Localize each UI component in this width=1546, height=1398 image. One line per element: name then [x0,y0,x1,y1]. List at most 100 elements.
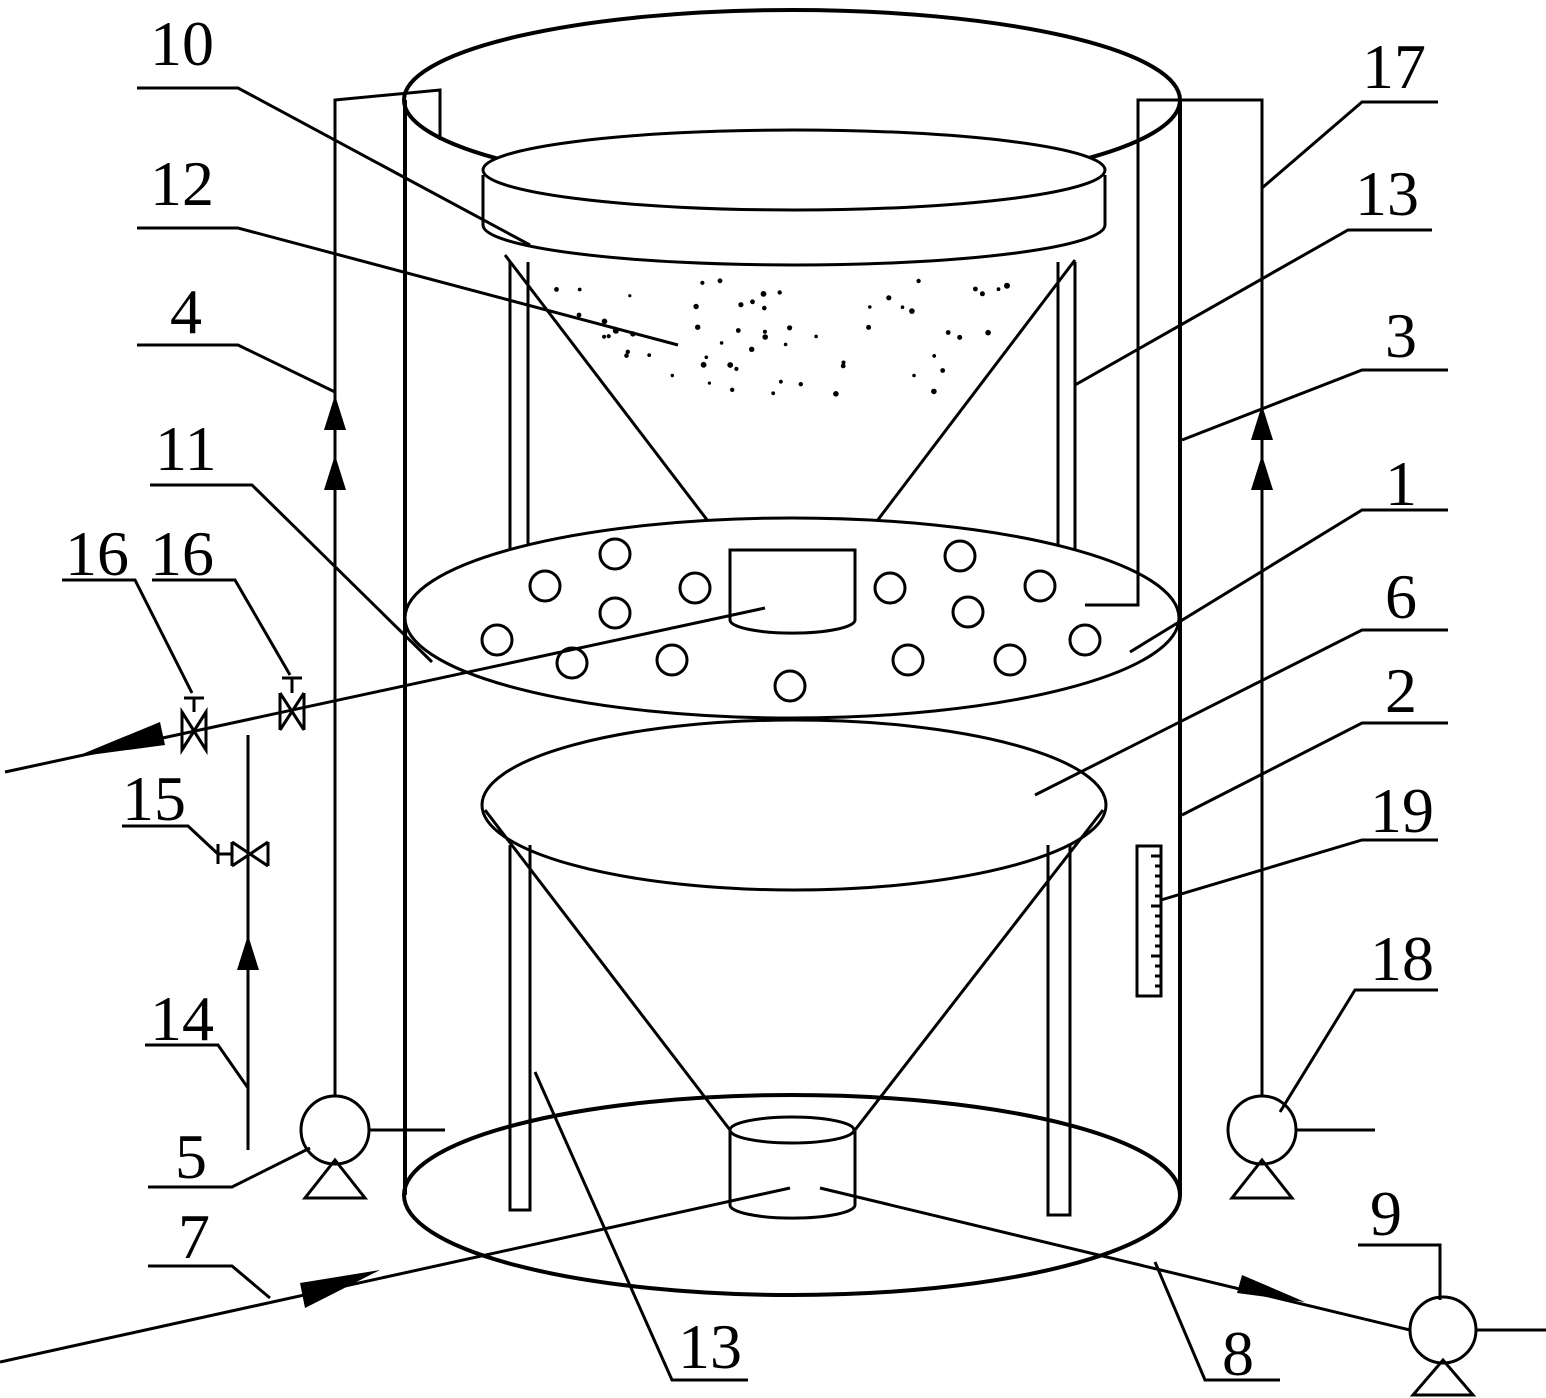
right-pump [1226,1094,1298,1200]
label-2: 2 [1385,655,1417,726]
particle [841,360,846,365]
outlet-pipe [4,606,766,774]
left-pump [299,1094,371,1200]
plate-hole [951,595,985,629]
label-6: 6 [1385,561,1417,632]
particle [554,287,559,292]
particle [931,388,937,395]
plate-hole [873,571,907,605]
plate-hole [555,646,589,680]
particle [779,379,783,384]
particle [840,363,846,369]
particle [945,330,951,335]
label-3: 3 [1385,300,1417,371]
label-16-right: 16 [150,518,214,589]
particle [695,324,701,330]
particle [798,382,803,387]
label-5: 5 [175,1121,207,1192]
particle [886,295,892,301]
particle [628,294,632,298]
particle [734,366,739,371]
particle [762,329,767,334]
particle [647,353,652,357]
particle [749,346,755,352]
particle [735,328,741,333]
particle [762,334,768,340]
particle [777,290,782,295]
label-9: 9 [1370,1178,1402,1249]
plate-hole [993,643,1027,677]
particle [916,278,921,284]
leader-lines [62,86,1448,1382]
particle [783,342,788,347]
plate-hole [678,571,712,605]
particle [979,291,985,297]
particle [996,287,1001,292]
upper-settling-cone [481,128,1107,628]
left-recycle-pipe [324,88,445,1132]
particle [577,287,582,292]
label-1: 1 [1385,448,1417,519]
particle [771,391,776,396]
outflow-pipe [819,1186,1546,1332]
plate-hole [528,569,562,603]
particle [940,368,946,373]
lower-cone [480,718,1108,1220]
particle [814,334,818,339]
particle [973,286,978,292]
right-recycle-pipe [1085,98,1375,1132]
particle [833,391,839,397]
particle [601,318,608,325]
label-10: 10 [150,8,214,79]
plate-hole [773,669,807,703]
particle [738,302,744,308]
label-4: 4 [170,276,202,347]
particle [909,308,915,314]
label-13-top: 13 [1355,158,1419,229]
label-19: 19 [1370,775,1434,846]
particle [707,381,712,385]
valve-16-right [278,676,306,731]
plate-hole [943,539,977,573]
plate-hole [1023,569,1057,603]
inlet-line-14 [216,735,270,1150]
particle [760,291,767,297]
label-11: 11 [155,413,217,484]
particle [670,373,674,378]
plate-hole [891,643,925,677]
particle [704,355,709,360]
particle [624,353,629,358]
pump-9 [1408,1295,1478,1397]
sludge-particles [554,278,1010,397]
valve-15 [216,840,270,868]
plate-hole [1068,623,1102,657]
particle [602,334,607,339]
label-14: 14 [150,983,214,1054]
particle [625,349,630,354]
label-16-left: 16 [65,518,129,589]
particle [727,362,734,368]
particle [932,354,937,358]
label-18: 18 [1370,923,1434,994]
particle [693,303,699,310]
plate-hole [598,537,632,571]
particle [787,325,793,331]
particle [762,305,767,311]
label-7: 7 [178,1201,210,1272]
particle [717,278,723,284]
label-15: 15 [122,763,186,834]
particle [1004,282,1010,289]
particle [750,299,755,305]
inflow-pipe [0,1186,791,1364]
particle [957,334,963,340]
particle [866,324,872,330]
particle [900,305,905,310]
particle [912,373,916,378]
label-17: 17 [1362,31,1426,102]
plate-hole [598,596,632,630]
particle [606,334,611,339]
particle [700,361,707,368]
label-8: 8 [1222,1318,1254,1389]
valve-16-left [180,696,208,756]
